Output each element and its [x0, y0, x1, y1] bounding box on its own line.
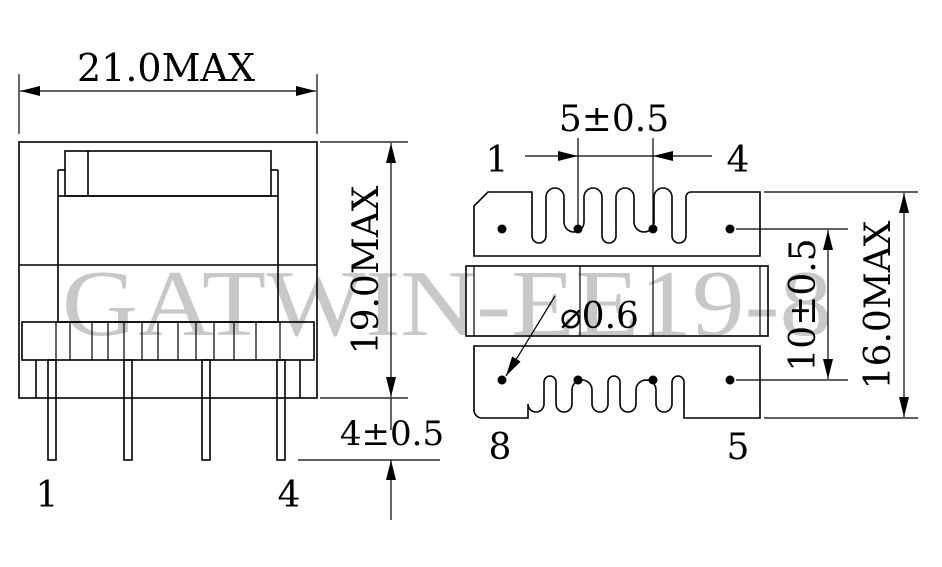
side-pins [47, 359, 286, 461]
top-pad-row [473, 187, 761, 257]
hole-pin-5 [725, 375, 735, 385]
bottom-pin-label-5: 5 [727, 427, 750, 468]
width-dim-label: 21.0MAX [77, 46, 255, 90]
bottom-pin-label-8: 8 [489, 427, 512, 468]
bottom-pin-holes [497, 224, 735, 385]
side-bobbin-base [21, 321, 315, 361]
side-pin-2 [123, 359, 133, 461]
hole-pin-6 [648, 375, 658, 385]
depth-dim-label: 16.0MAX [858, 220, 899, 389]
bottom-pin-label-4: 4 [727, 140, 750, 181]
side-core-top [64, 150, 272, 197]
row-spacing-dim-label: 10±0.5 [783, 238, 824, 371]
side-pin-1 [47, 359, 57, 461]
bottom-pad-row [473, 345, 761, 419]
hole-pin-2 [573, 224, 583, 234]
side-view: 21.0MAX 19.0MAX 4±0.5 1 4 [18, 46, 444, 520]
watermark-text: GATWIN-EE19-8 [62, 252, 832, 356]
side-pin-label-4: 4 [278, 475, 301, 516]
hole-pin-4 [725, 224, 735, 234]
side-outer-frame [18, 141, 318, 399]
bottom-pin-label-1: 1 [486, 140, 509, 181]
bottom-core [465, 265, 769, 337]
hole-pin-3 [648, 224, 658, 234]
pin-length-dim-label: 4±0.5 [340, 414, 444, 454]
side-pin-label-1: 1 [36, 475, 59, 516]
height-dim-label: 19.0MAX [346, 185, 387, 354]
side-pin-3 [201, 359, 211, 461]
hole-pin-7 [573, 375, 583, 385]
pitch-dim-label: 5±0.5 [559, 99, 669, 140]
hole-dim-label: ⌀0.6 [560, 296, 639, 337]
bottom-view: 5±0.5 1 4 10±0.5 16.0MAX ⌀0.6 8 5 [465, 99, 918, 468]
side-pin-4 [276, 359, 286, 461]
hole-pin-8 [497, 375, 507, 385]
hole-pin-1 [497, 224, 507, 234]
hole-dim-leader [505, 295, 556, 377]
